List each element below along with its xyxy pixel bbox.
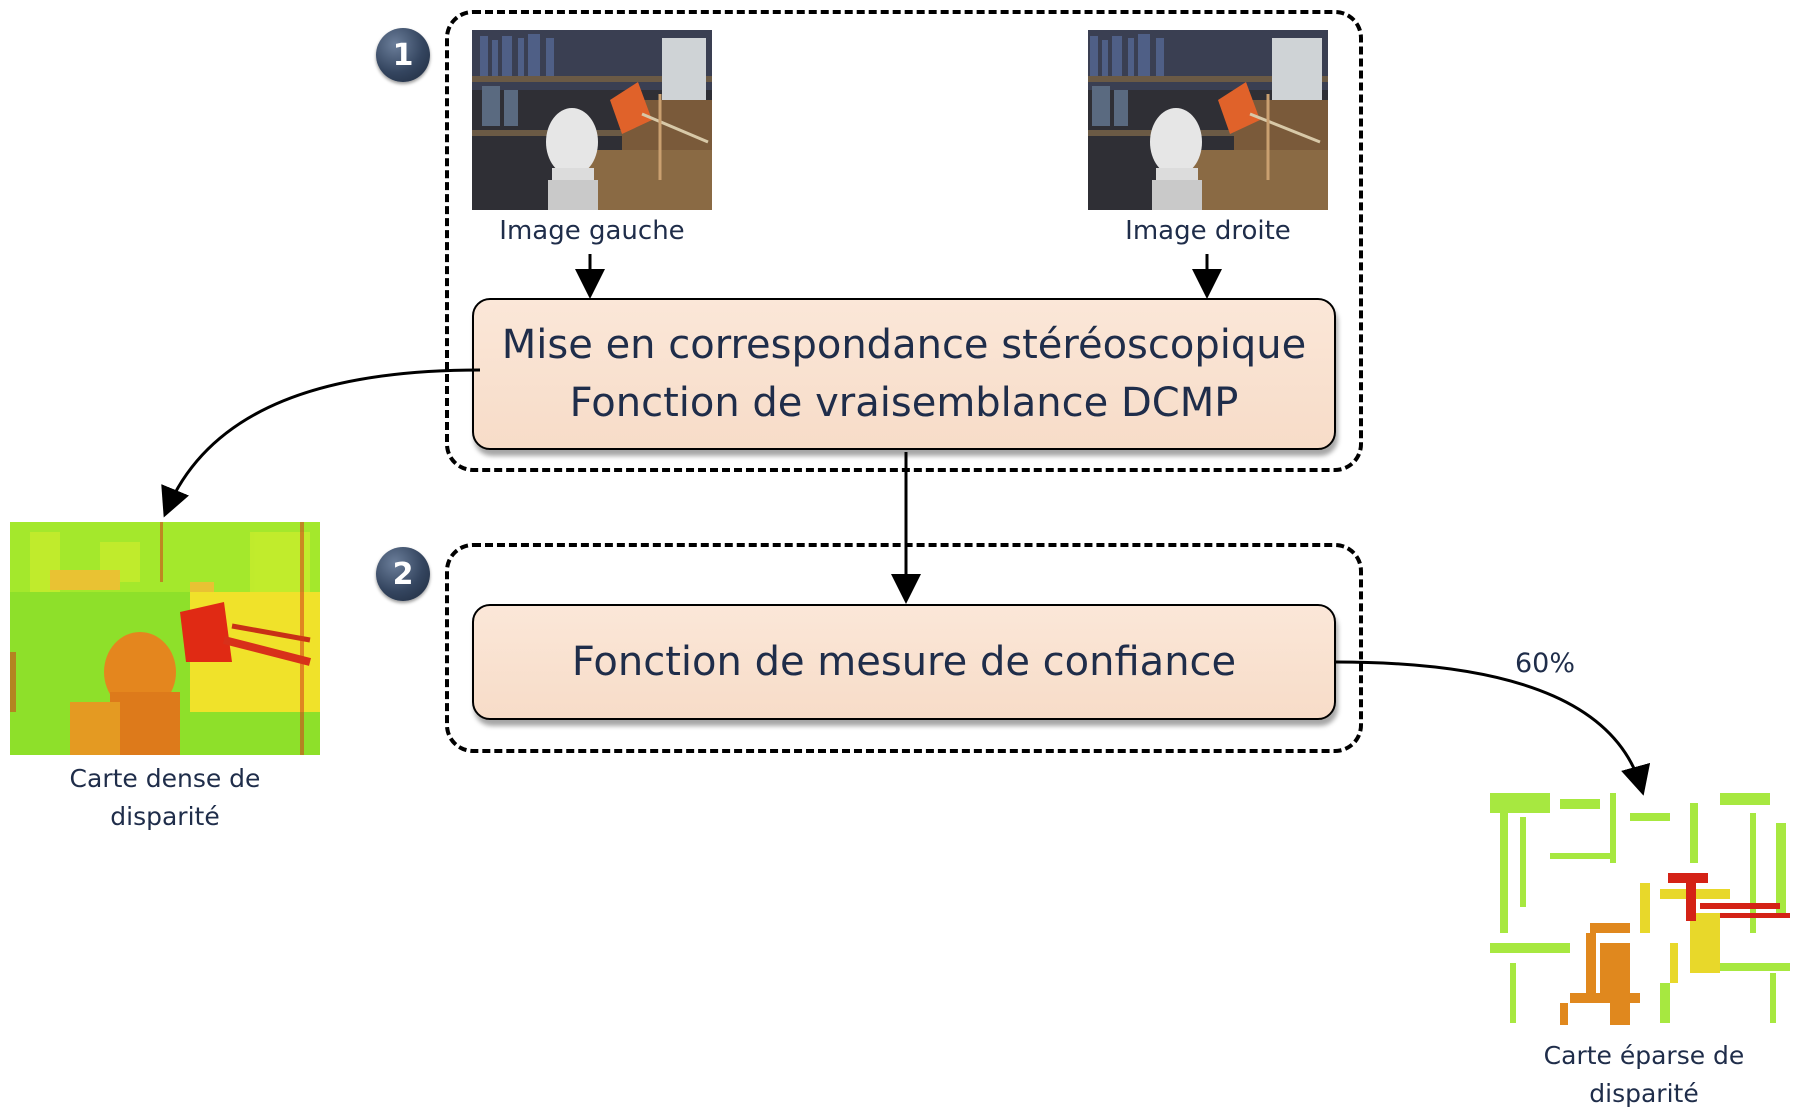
step-1-badge: 1 [376, 28, 430, 82]
arrow-confidence-to-sparse-map [1335, 660, 1651, 796]
sparse-percentage-label: 60% [1515, 648, 1576, 679]
group-step-1 [445, 10, 1363, 472]
dense-map-label-line-1: Carte dense de [69, 764, 261, 793]
arrow-matching-to-dense-map [161, 368, 481, 518]
left-image [472, 30, 712, 210]
confidence-measure-box: Fonction de mesure de confiance [472, 604, 1336, 720]
sparse-map-label-line-2: disparité [1589, 1079, 1699, 1108]
sparse-disparity-map [1490, 793, 1798, 1025]
group-step-2 [445, 543, 1363, 753]
right-image-label: Image droite [1125, 216, 1291, 246]
confidence-measure-label: Fonction de mesure de confiance [571, 639, 1237, 685]
dense-map-label-line-2: disparité [110, 802, 220, 831]
stereo-matching-line-2: Fonction de vraisemblance DCMP [569, 380, 1239, 426]
stereo-matching-box: Mise en correspondance stéréoscopique Fo… [472, 298, 1336, 450]
sparse-map-label: Carte éparse de disparité [1490, 1037, 1798, 1113]
stereo-matching-line-1: Mise en correspondance stéréoscopique [501, 322, 1307, 368]
dense-disparity-map [10, 522, 320, 755]
sparse-map-label-line-1: Carte éparse de [1543, 1041, 1745, 1070]
step-2-badge: 2 [376, 547, 430, 601]
dense-map-label: Carte dense de disparité [10, 760, 320, 836]
right-image [1088, 30, 1328, 210]
left-image-label: Image gauche [499, 216, 685, 246]
